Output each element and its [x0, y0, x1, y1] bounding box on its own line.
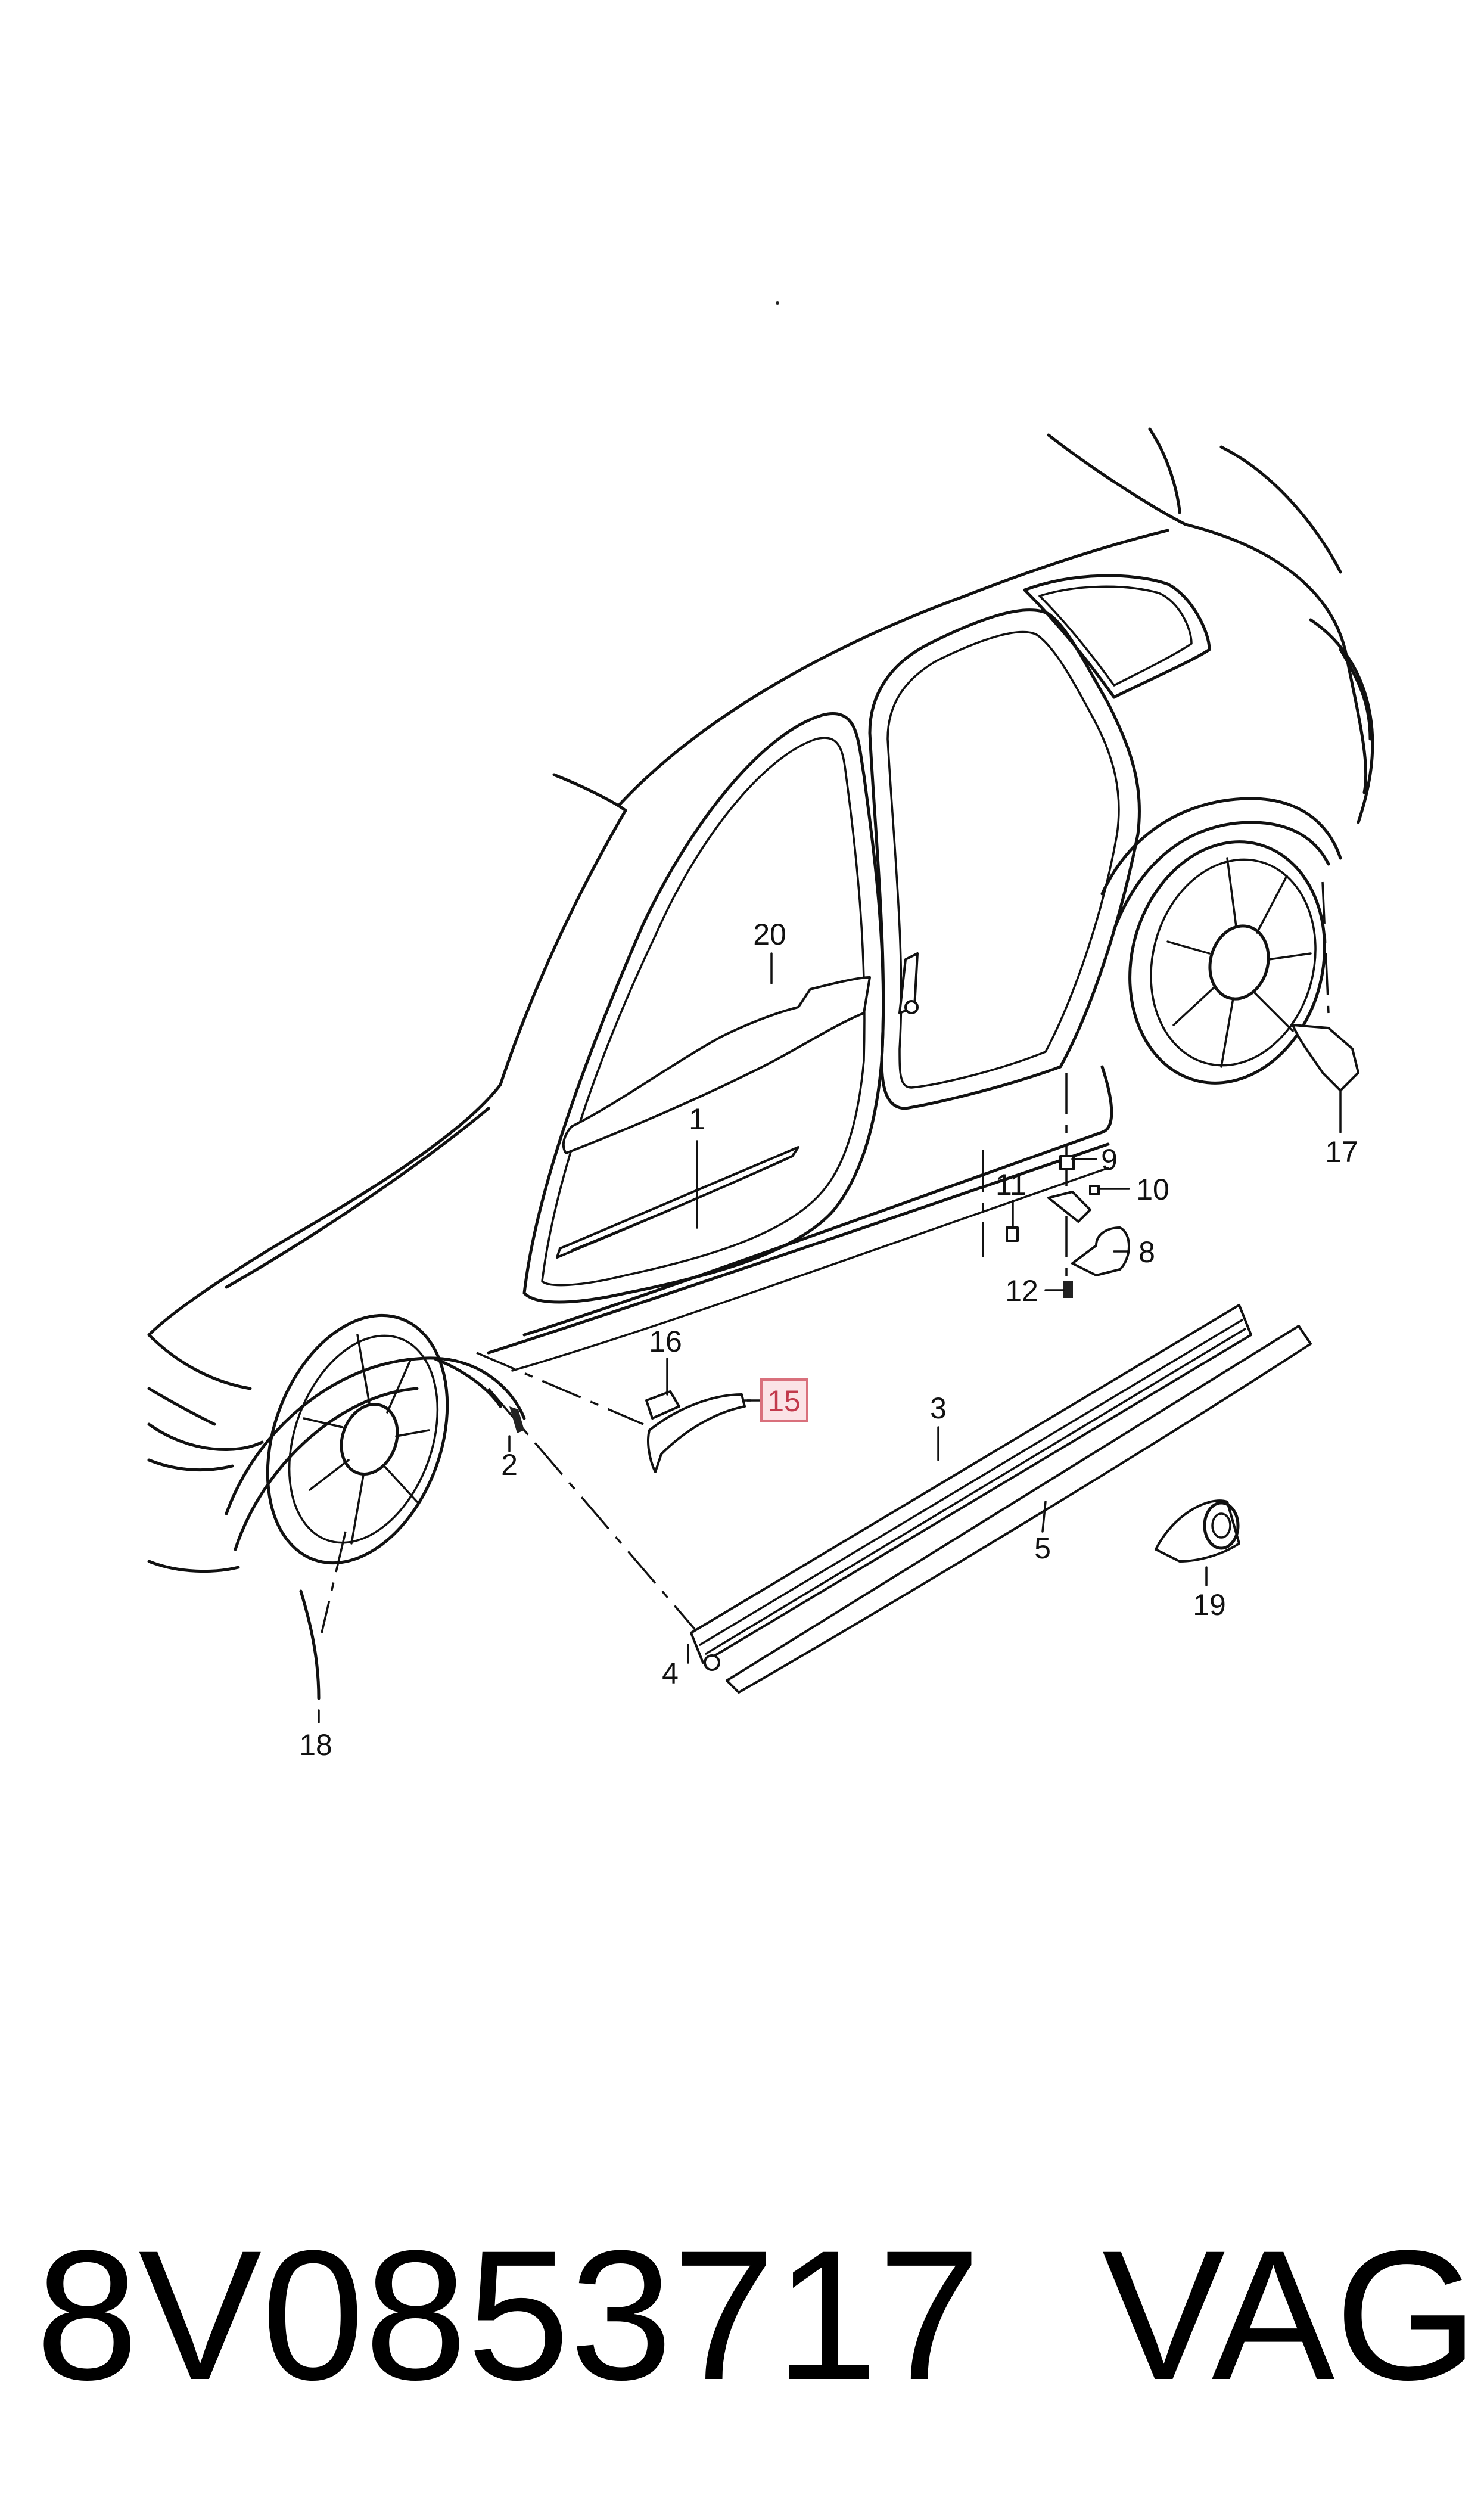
door-trim-insert	[562, 976, 871, 1154]
brand-name: VAG	[1102, 2211, 1479, 2418]
front-wheel	[266, 1313, 449, 1565]
stray-dot	[776, 301, 779, 305]
callout-20: 20	[753, 918, 786, 951]
rear-door-hinge	[898, 952, 919, 1014]
nut-4	[704, 1654, 720, 1671]
callout-17: 17	[1325, 1135, 1358, 1169]
side-sill-carrier	[690, 1304, 1252, 1664]
side-sill-trim	[726, 1325, 1312, 1694]
callout-11: 11	[995, 1168, 1026, 1201]
front-arch-trim	[299, 1589, 321, 1700]
callout-15-highlight	[760, 1378, 808, 1422]
callout-19: 19	[1193, 1588, 1226, 1622]
callout-12: 12	[1005, 1274, 1038, 1307]
callout-5: 5	[1034, 1532, 1051, 1565]
callout-leaders	[318, 952, 1342, 1723]
callout-16: 16	[649, 1325, 682, 1358]
rear-mud-flap	[1292, 1024, 1359, 1092]
callout-18: 18	[299, 1728, 332, 1762]
callout-2: 2	[501, 1448, 518, 1481]
tape-roll-19	[1155, 1499, 1240, 1563]
callout-3: 3	[930, 1391, 947, 1425]
bracket-cluster	[1006, 1155, 1130, 1298]
callout-9: 9	[1101, 1143, 1118, 1176]
rear-wheel	[1128, 840, 1326, 1085]
callout-1: 1	[689, 1102, 705, 1136]
clip-16	[645, 1390, 680, 1420]
callout-10: 10	[1136, 1173, 1169, 1206]
car-body-outline	[147, 427, 1374, 1573]
bracket-15	[647, 1393, 746, 1473]
callout-4: 4	[662, 1657, 679, 1690]
part-number: 8V0853717	[36, 2211, 981, 2418]
callout-15: 15	[767, 1384, 801, 1418]
screw-2	[509, 1406, 524, 1433]
callout-8: 8	[1138, 1235, 1155, 1269]
